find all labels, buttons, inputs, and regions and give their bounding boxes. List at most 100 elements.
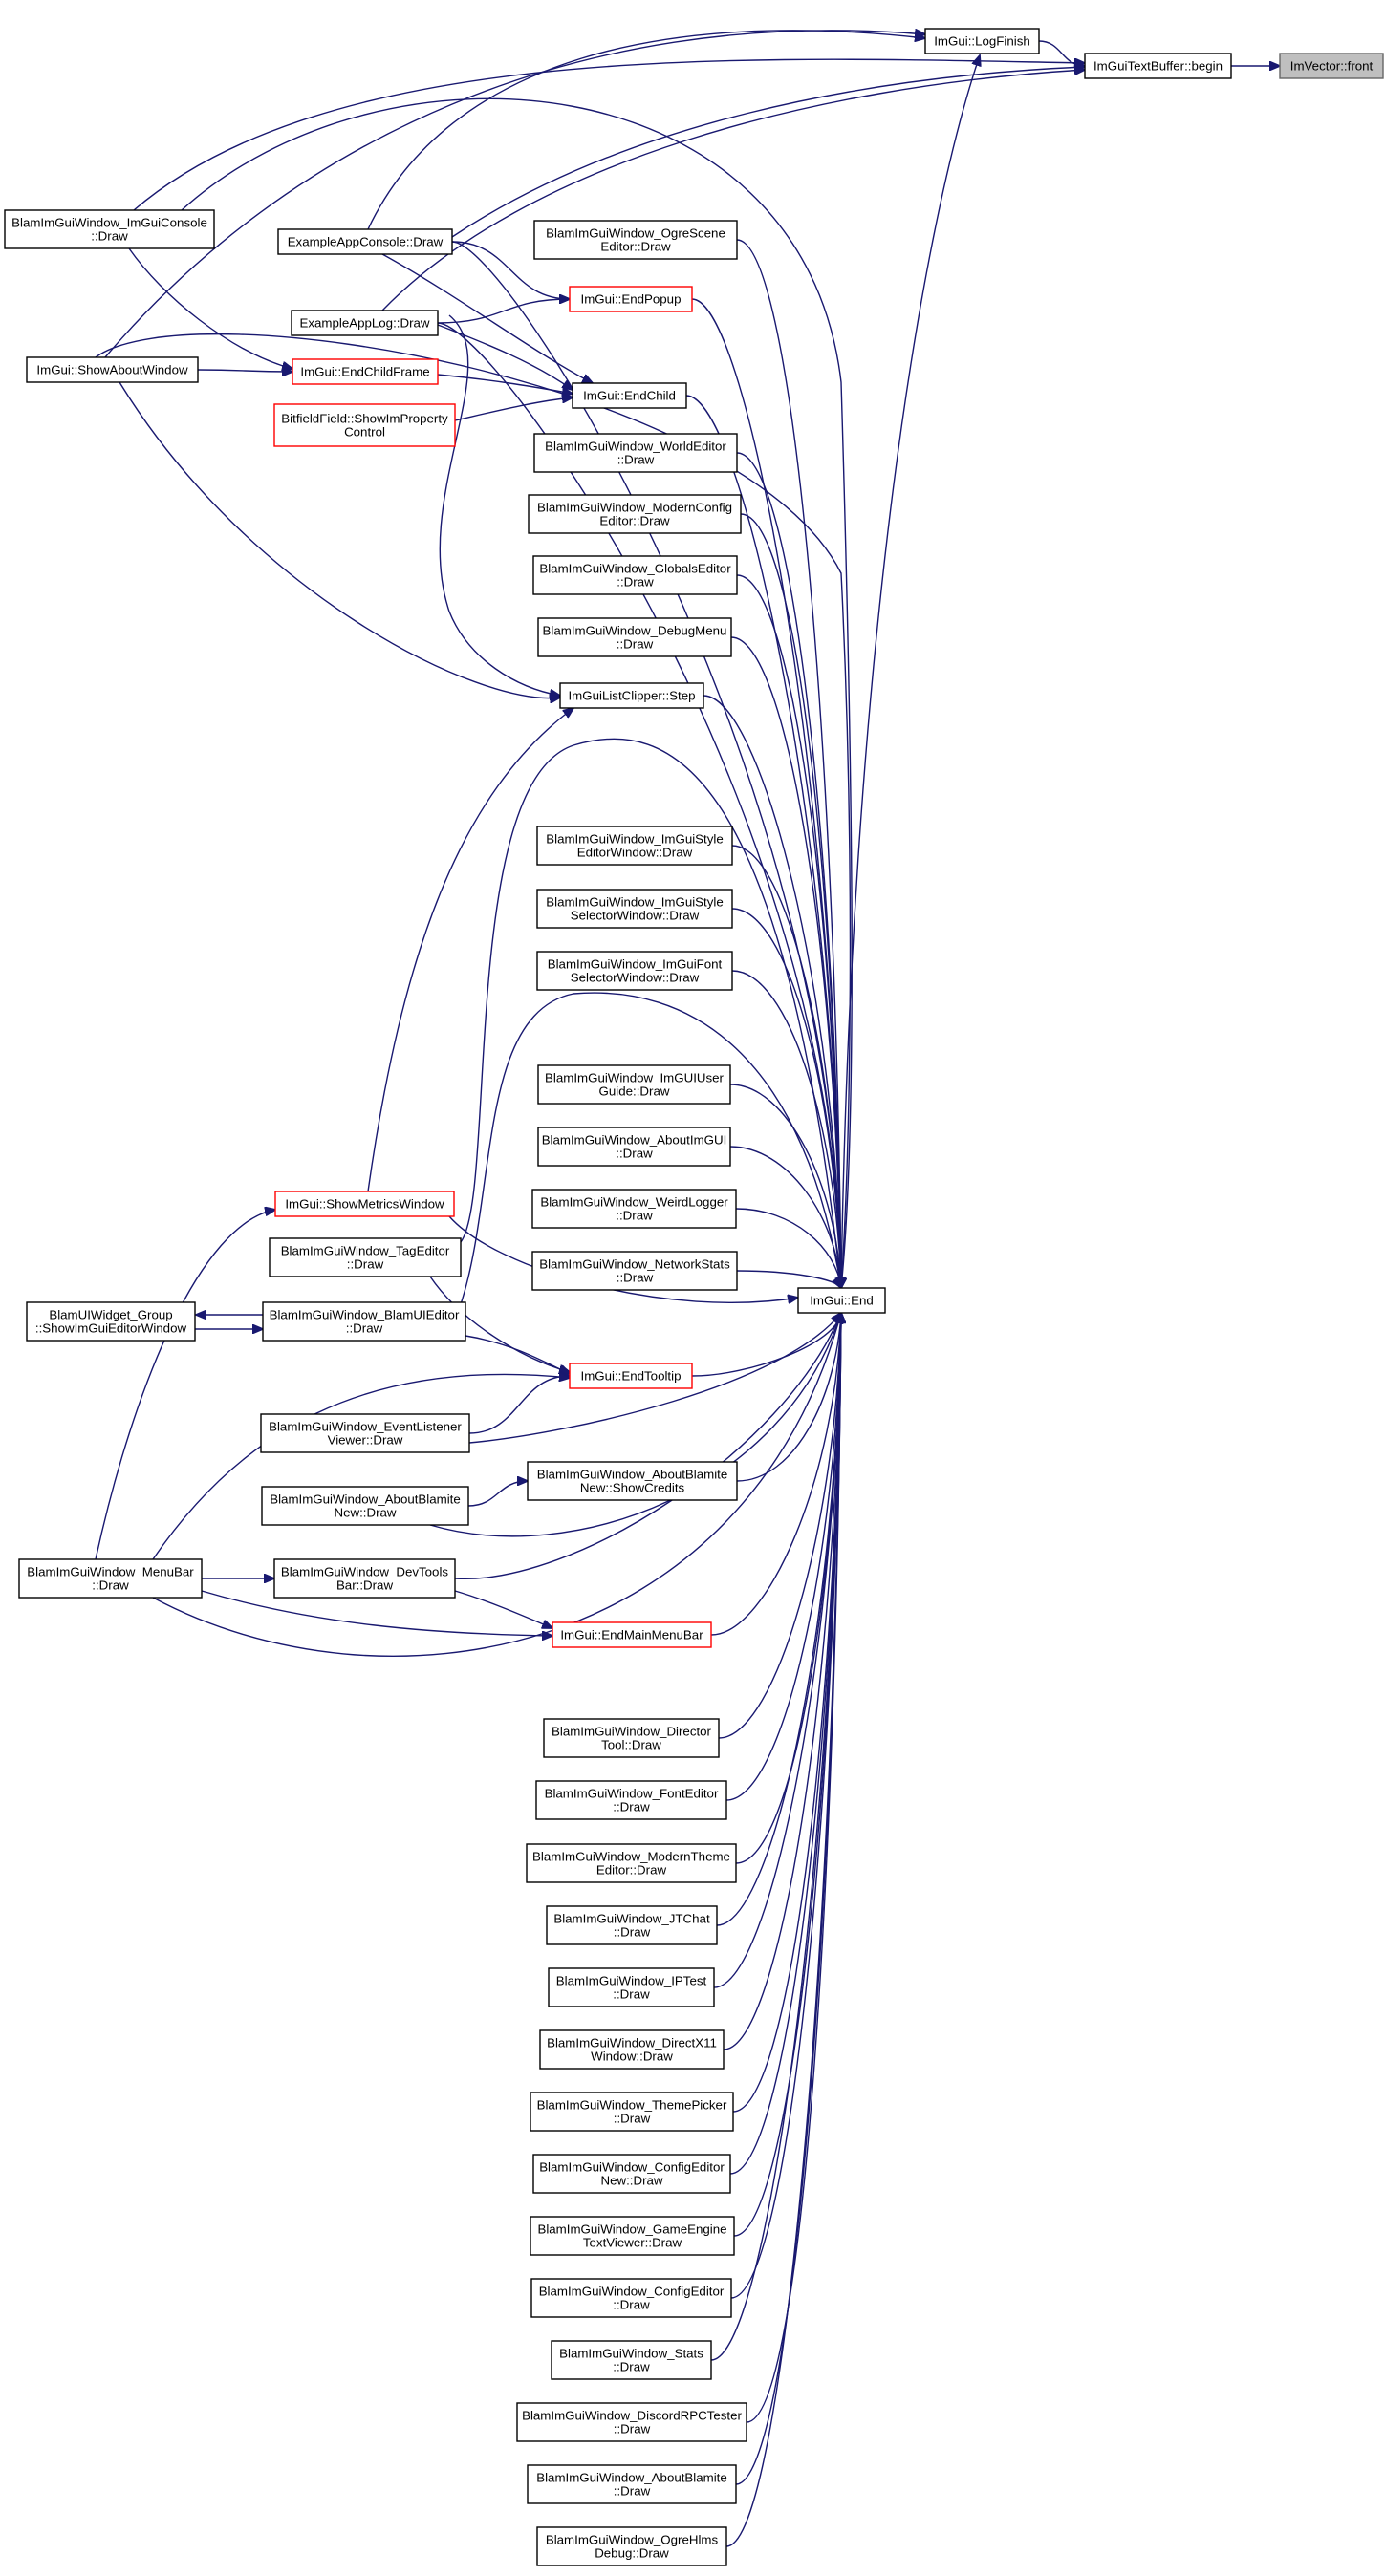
- node-globalseditor_draw[interactable]: BlamImGuiWindow_GlobalsEditor::Draw: [532, 555, 738, 595]
- node-label: Bar::Draw: [336, 1578, 394, 1593]
- node-box: [1279, 53, 1384, 79]
- node-discordrpc_draw[interactable]: BlamImGuiWindow_DiscordRPCTester::Draw: [516, 2402, 747, 2442]
- node-styleeditor_draw[interactable]: BlamImGuiWindow_ImGuiStyleEditorWindow::…: [536, 826, 733, 866]
- node-weirdlogger_draw[interactable]: BlamImGuiWindow_WeirdLogger::Draw: [531, 1189, 737, 1229]
- node-label: ::Draw: [617, 575, 654, 590]
- node-label: BlamImGuiWindow_ImGuiStyle: [546, 832, 723, 847]
- node-endchildframe[interactable]: ImGui::EndChildFrame: [292, 358, 439, 385]
- node-label: ImGui::EndPopup: [581, 292, 682, 307]
- node-blamuiwidget_show[interactable]: BlamUIWidget_Group::ShowImGuiEditorWindo…: [26, 1301, 196, 1342]
- node-styleselector_draw[interactable]: BlamImGuiWindow_ImGuiStyleSelectorWindow…: [536, 889, 733, 929]
- node-box: [530, 2092, 734, 2132]
- node-endtooltip[interactable]: ImGui::EndTooltip: [569, 1363, 693, 1389]
- node-label: BlamImGuiWindow_DirectX11: [547, 2036, 717, 2050]
- node-exampleapplog_draw[interactable]: ExampleAppLog::Draw: [291, 310, 439, 336]
- edge-bitfield_show-to-endchild: [454, 397, 573, 421]
- edge-menubar_draw-to-imgui_end: [152, 1313, 841, 1657]
- node-fonteditor_draw[interactable]: BlamImGuiWindow_FontEditor::Draw: [535, 1780, 727, 1820]
- node-box: [18, 1558, 203, 1599]
- edge-showaboutwindow-to-imgui_end: [95, 333, 852, 1288]
- node-aboutblamite_draw[interactable]: BlamImGuiWindow_AboutBlamite::Draw: [527, 2464, 737, 2504]
- node-showmetricswindow[interactable]: ImGui::ShowMetricsWindow: [274, 1191, 455, 1217]
- node-label: ::Draw: [614, 2422, 651, 2436]
- node-box: [260, 1413, 470, 1453]
- node-debugmenu_draw[interactable]: BlamImGuiWindow_DebugMenu::Draw: [537, 617, 732, 657]
- node-box: [797, 1287, 886, 1314]
- node-box: [516, 2402, 747, 2442]
- node-box: [569, 1363, 693, 1389]
- edge-jtchat_draw-to-imgui_end: [716, 1313, 841, 1926]
- node-label: BlamImGuiWindow_AboutBlamite: [536, 2471, 727, 2485]
- edge-exampleappconsole_draw-to-imgui_logfinish: [367, 30, 925, 230]
- node-aboutimgui_draw[interactable]: BlamImGuiWindow_AboutImGUI::Draw: [537, 1127, 731, 1167]
- node-box: [526, 1843, 737, 1883]
- node-networkstats_draw[interactable]: BlamImGuiWindow_NetworkStats::Draw: [531, 1251, 738, 1291]
- node-box: [924, 28, 1040, 54]
- edge-blamuieditor_draw-to-endtooltip: [465, 1335, 570, 1374]
- node-blamuieditor_draw[interactable]: BlamImGuiWindow_BlamUIEditor::Draw: [262, 1301, 466, 1342]
- node-worldeditor_draw[interactable]: BlamImGuiWindow_WorldEditor::Draw: [533, 433, 738, 473]
- node-box: [537, 617, 732, 657]
- node-label: BlamImGuiWindow_ConfigEditor: [539, 2285, 725, 2299]
- node-box: [536, 826, 733, 866]
- node-box: [527, 2464, 737, 2504]
- node-fontselector_draw[interactable]: BlamImGuiWindow_ImGuiFontSelectorWindow:…: [536, 951, 733, 991]
- node-endchild[interactable]: ImGui::EndChild: [572, 382, 687, 409]
- edge-listclipper_step-to-imgui_end: [703, 695, 841, 1288]
- node-label: ::Draw: [617, 1271, 654, 1285]
- node-label: New::ShowCredits: [580, 1481, 685, 1495]
- node-imgui_end[interactable]: ImGui::End: [797, 1287, 886, 1314]
- node-box: [548, 1967, 715, 2007]
- node-eventlistener_draw[interactable]: BlamImGuiWindow_EventListenerViewer::Dra…: [260, 1413, 470, 1453]
- node-aboutblamitenew_showcredits[interactable]: BlamImGuiWindow_AboutBlamiteNew::ShowCre…: [527, 1461, 738, 1501]
- node-endpopup[interactable]: ImGui::EndPopup: [569, 286, 693, 312]
- node-exampleappconsole_draw[interactable]: ExampleAppConsole::Draw: [277, 228, 453, 255]
- node-stats_draw[interactable]: BlamImGuiWindow_Stats::Draw: [551, 2340, 712, 2380]
- node-themepicker_draw[interactable]: BlamImGuiWindow_ThemePicker::Draw: [530, 2092, 734, 2132]
- edge-networkstats_draw-to-imgui_end: [736, 1270, 841, 1288]
- node-menubar_draw[interactable]: BlamImGuiWindow_MenuBar::Draw: [18, 1558, 203, 1599]
- node-endmainmenubar[interactable]: ImGui::EndMainMenuBar: [552, 1621, 712, 1648]
- edge-layer: [95, 30, 1280, 2547]
- node-configeditor_draw[interactable]: BlamImGuiWindow_ConfigEditor::Draw: [530, 2278, 732, 2318]
- node-label: Tool::Draw: [601, 1738, 661, 1752]
- node-showaboutwindow[interactable]: ImGui::ShowAboutWindow: [26, 356, 199, 383]
- node-jtchat_draw[interactable]: BlamImGuiWindow_JTChat::Draw: [546, 1905, 718, 1945]
- node-box: [262, 1301, 466, 1342]
- edge-showaboutwindow-to-endchildframe: [197, 370, 292, 372]
- node-label: BlamImGuiWindow_DiscordRPCTester: [522, 2409, 742, 2423]
- node-label: ::Draw: [347, 1257, 384, 1272]
- node-label: BlamImGuiWindow_ModernConfig: [537, 501, 732, 515]
- node-box: [539, 2029, 725, 2070]
- node-label: BlamImGuiWindow_ThemePicker: [537, 2098, 727, 2113]
- node-label: BlamImGuiWindow_EventListener: [269, 1420, 462, 1434]
- node-label: BlamImGuiWindow_NetworkStats: [539, 1257, 730, 1272]
- node-tageditor_draw[interactable]: BlamImGuiWindow_TagEditor::Draw: [269, 1237, 462, 1277]
- node-iptest_draw[interactable]: BlamImGuiWindow_IPTest::Draw: [548, 1967, 715, 2007]
- edge-fontselector_draw-to-imgui_end: [731, 970, 841, 1288]
- node-imvector_front[interactable]: ImVector::front: [1279, 53, 1384, 79]
- node-imgui_logfinish[interactable]: ImGui::LogFinish: [924, 28, 1040, 54]
- node-gameengine_draw[interactable]: BlamImGuiWindow_GameEngineTextViewer::Dr…: [530, 2216, 735, 2256]
- node-console_draw[interactable]: BlamImGuiWindow_ImGuiConsole::Draw: [4, 209, 215, 249]
- edge-iptest_draw-to-imgui_end: [713, 1313, 841, 1988]
- node-label: BlamImGuiWindow_ConfigEditor: [539, 2160, 725, 2175]
- node-label: SelectorWindow::Draw: [571, 909, 700, 923]
- node-listclipper_step[interactable]: ImGuiListClipper::Step: [559, 682, 704, 709]
- node-imguitextbuffer_begin[interactable]: ImGuiTextBuffer::begin: [1084, 53, 1232, 79]
- node-box: [543, 1718, 720, 1758]
- edge-directx11_draw-to-imgui_end: [723, 1313, 841, 2050]
- edge-devtoolsbar_draw-to-endmainmenubar: [454, 1590, 552, 1628]
- node-box: [532, 555, 738, 595]
